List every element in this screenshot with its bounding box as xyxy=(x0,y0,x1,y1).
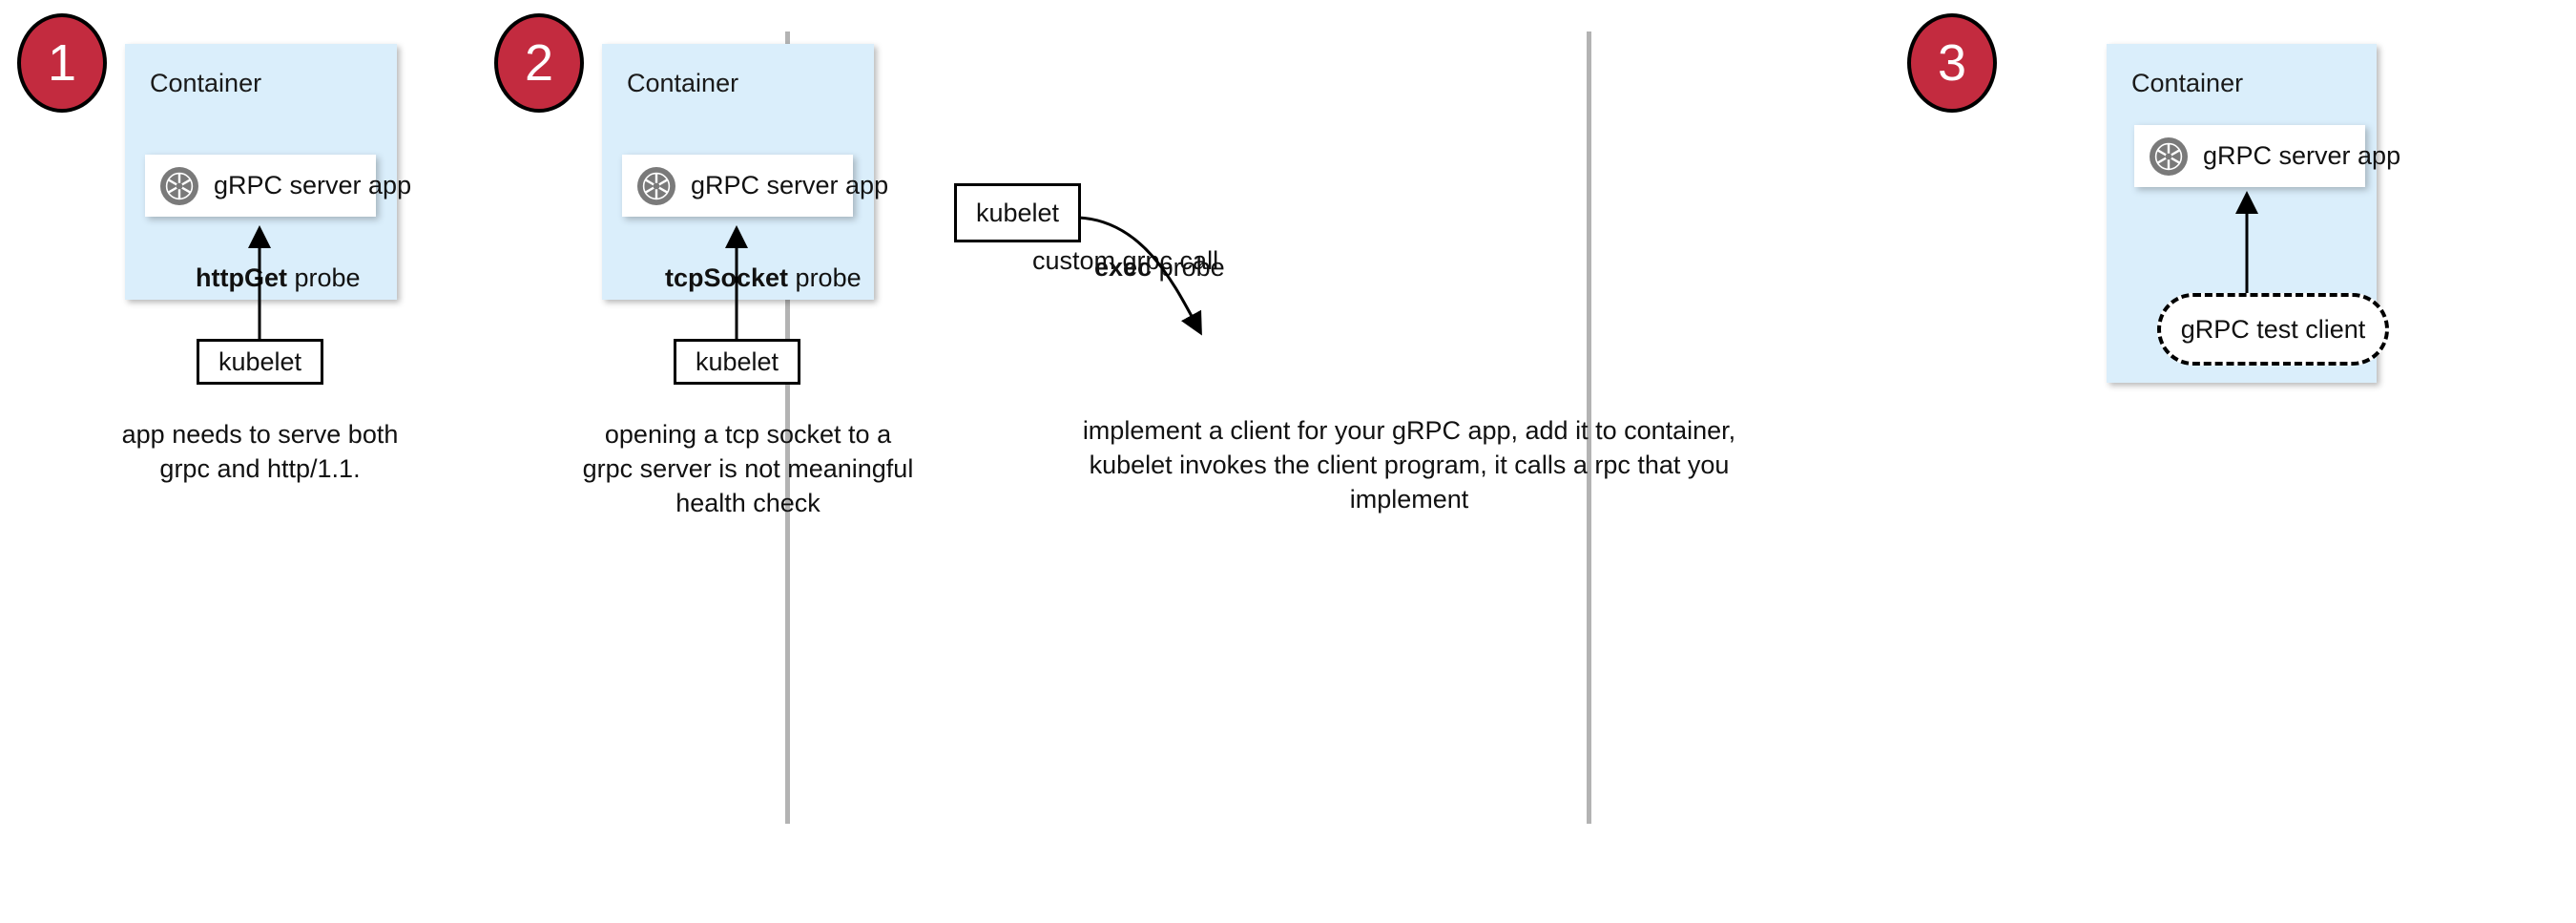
step-badge-2: 2 xyxy=(494,13,584,113)
panel-step-3: 3 Container xyxy=(954,0,2576,923)
panel-divider-2 xyxy=(1587,31,1591,824)
grpc-server-app-label-3: gRPC server app xyxy=(2203,141,2401,170)
probe-label-1-bold: httpGet xyxy=(196,263,287,292)
grpc-server-app-card-1: gRPC server app xyxy=(145,155,411,217)
kubelet-node-3: kubelet xyxy=(954,183,1081,242)
container-label-2: Container xyxy=(627,69,739,97)
caption-1: app needs to serve both grpc and http/1.… xyxy=(121,420,399,484)
step-badge-number: 3 xyxy=(1937,34,1967,92)
probe-label-1-rest: probe xyxy=(286,263,361,292)
step-badge-number: 2 xyxy=(524,34,554,92)
probe-label-2-rest: probe xyxy=(788,263,862,292)
step-badge-1: 1 xyxy=(17,13,107,113)
grpc-test-client-node: gRPC test client xyxy=(2157,293,2389,366)
grpc-aperture-icon xyxy=(2148,136,2190,178)
step-badge-number: 1 xyxy=(47,34,77,92)
kubelet-node-2: kubelet xyxy=(674,339,800,385)
grpc-server-app-label-1: gRPC server app xyxy=(214,171,412,199)
step-badge-3: 3 xyxy=(1907,13,1997,113)
kubelet-label-1: kubelet xyxy=(218,346,302,376)
container-label-1: Container xyxy=(150,69,262,97)
custom-grpc-call-label: custom grpc call xyxy=(1032,246,1219,275)
grpc-server-app-label-2: gRPC server app xyxy=(691,171,889,199)
kubelet-label-2: kubelet xyxy=(695,346,779,376)
kubelet-label-3: kubelet xyxy=(975,198,1060,227)
grpc-server-app-card-3: gRPC server app xyxy=(2134,125,2400,187)
caption-2: opening a tcp socket to a grpc server is… xyxy=(582,420,914,518)
caption-3: implement a client for your gRPC app, ad… xyxy=(1082,416,1736,514)
panel-step-1: 1 Container xyxy=(0,0,787,923)
grpc-server-app-card-2: gRPC server app xyxy=(622,155,888,217)
probe-label-2-bold: tcpSocket xyxy=(665,263,789,292)
grpc-aperture-icon xyxy=(158,165,200,207)
container-label-3: Container xyxy=(2131,69,2244,97)
panel-step-2: 2 Container xyxy=(494,0,1589,923)
kubelet-node-1: kubelet xyxy=(197,339,323,385)
grpc-aperture-icon xyxy=(635,165,677,207)
probe-label-2: tcpSocket probe xyxy=(665,263,862,293)
grpc-test-client-label: gRPC test client xyxy=(2180,314,2366,344)
panel-divider-1 xyxy=(785,31,790,824)
probe-label-1: httpGet probe xyxy=(196,263,361,293)
